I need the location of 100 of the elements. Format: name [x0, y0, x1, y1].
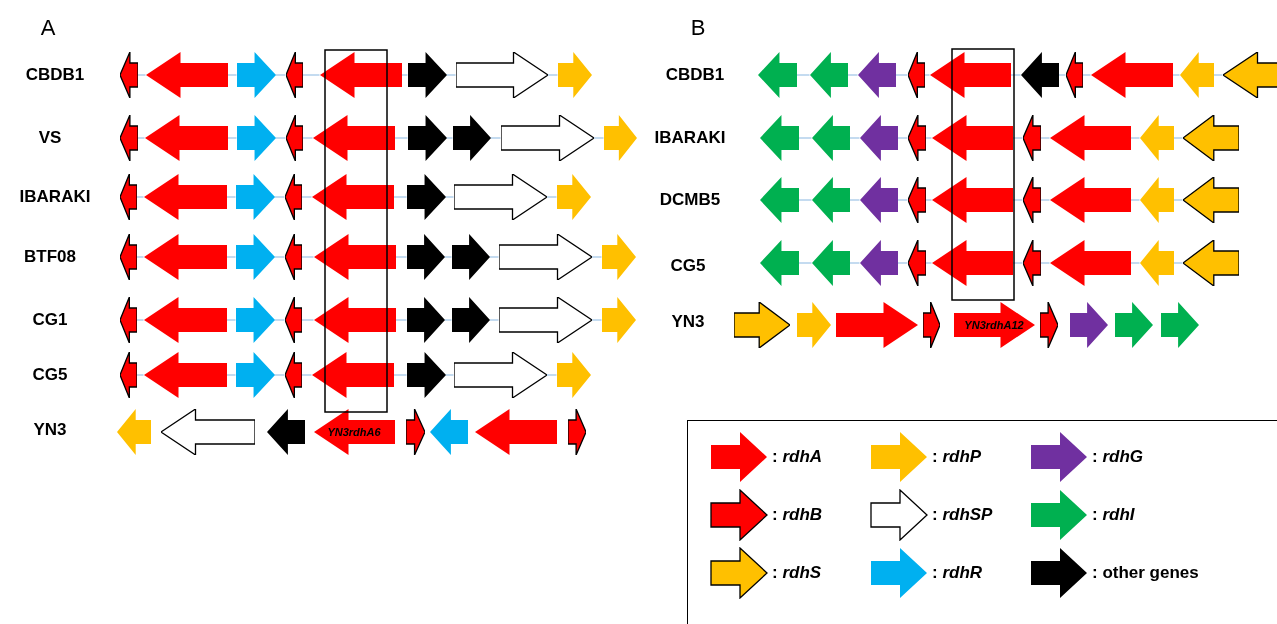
- gene-symbol: [907, 177, 926, 223]
- gene-symbol: [931, 240, 1013, 286]
- dna-line: [797, 262, 813, 264]
- strain-label: CG5: [670, 256, 706, 276]
- dna-line: [1009, 74, 1022, 76]
- gene-symbol: [859, 240, 898, 286]
- gene-symbol: [1020, 52, 1059, 98]
- dna-line: [274, 74, 287, 76]
- dna-line: [924, 262, 933, 264]
- dna-line: [896, 137, 909, 139]
- gene-symbol: [1179, 52, 1214, 98]
- dna-line: [135, 256, 145, 258]
- gene-symbol: [407, 115, 447, 161]
- dna-line: [1171, 74, 1181, 76]
- gene-label: YN3rdhA6: [327, 426, 381, 438]
- strain-label: CG1: [32, 310, 68, 330]
- gene-symbol: [119, 115, 138, 161]
- dna-line: [135, 319, 145, 321]
- dna-line: [1039, 137, 1051, 139]
- legend-text: : rdhG: [1092, 447, 1143, 467]
- gene-symbol: [284, 352, 302, 398]
- gene-symbol: [857, 52, 896, 98]
- gene-symbol: [119, 52, 138, 98]
- gene-symbol: [500, 115, 594, 161]
- dna-line: [225, 256, 237, 258]
- dna-line: [443, 319, 453, 321]
- strain-label: YN3: [671, 312, 705, 332]
- gene-symbol: [235, 297, 275, 343]
- panel-label: A: [40, 15, 56, 41]
- strain-label: CG5: [32, 365, 68, 385]
- gene-symbol: [601, 234, 636, 280]
- dna-line: [1057, 74, 1067, 76]
- gene-symbol: [1049, 177, 1131, 223]
- gene-label: YN3rdhA12: [964, 319, 1024, 331]
- gene-symbol: [455, 52, 548, 98]
- dna-line: [225, 374, 237, 376]
- gene-symbol: [429, 409, 468, 455]
- dna-line: [894, 74, 909, 76]
- gene-symbol: [759, 240, 799, 286]
- strain-label: CBDB1: [25, 65, 85, 85]
- dna-line: [1129, 199, 1141, 201]
- gene-symbol: [160, 409, 255, 455]
- strain-label: IBARAKI: [654, 128, 726, 148]
- legend-text: : rdhR: [932, 563, 983, 583]
- gene-symbol: [311, 174, 394, 220]
- dna-line: [590, 319, 603, 321]
- dna-line: [225, 196, 237, 198]
- gene-symbol: [145, 52, 228, 98]
- legend-text: : rdhI: [1092, 505, 1135, 525]
- dna-line: [846, 74, 859, 76]
- panel-label: B: [690, 15, 706, 41]
- gene-symbol: [312, 115, 395, 161]
- dna-line: [274, 137, 287, 139]
- dna-line: [1129, 137, 1141, 139]
- gene-symbol: [907, 52, 925, 98]
- gene-symbol: [811, 115, 850, 161]
- gene-symbol: [284, 174, 302, 220]
- gene-symbol: [1114, 302, 1153, 348]
- dna-line: [795, 74, 811, 76]
- gene-symbol: [953, 302, 1035, 348]
- gene-symbol: [116, 409, 151, 455]
- dna-line: [273, 374, 286, 376]
- strain-label: CBDB1: [665, 65, 725, 85]
- gene-symbol: [143, 297, 227, 343]
- gene-symbol: [907, 115, 926, 161]
- dna-line: [1039, 262, 1051, 264]
- dna-line: [301, 137, 314, 139]
- gene-symbol: [1139, 240, 1174, 286]
- gene-symbol: [1039, 302, 1058, 348]
- gene-symbol: [406, 174, 446, 220]
- gene-symbol: [452, 115, 491, 161]
- dna-line: [445, 137, 454, 139]
- gene-symbol: [1022, 240, 1041, 286]
- gene-symbol: [1022, 115, 1041, 161]
- gene-symbol: [557, 52, 592, 98]
- gene-symbol: [313, 409, 395, 455]
- dna-line: [273, 256, 286, 258]
- gene-symbol: [119, 352, 137, 398]
- dna-line: [797, 199, 813, 201]
- dna-line: [393, 137, 409, 139]
- dna-line: [136, 137, 146, 139]
- gene-symbol: [1022, 177, 1041, 223]
- dna-line: [546, 74, 559, 76]
- strain-label: YN3: [33, 420, 67, 440]
- gene-symbol: [1049, 115, 1131, 161]
- gene-symbol: [859, 115, 898, 161]
- gene-symbol: [143, 234, 227, 280]
- gene-symbol: [1182, 177, 1239, 223]
- gene-symbol: [498, 297, 592, 343]
- gene-symbol: [119, 297, 137, 343]
- gene-symbol: [284, 234, 302, 280]
- gene-symbol: [474, 409, 557, 455]
- dna-line: [923, 74, 931, 76]
- gene-symbol: [757, 52, 797, 98]
- gene-symbol: [406, 352, 446, 398]
- gene-symbol: [119, 234, 137, 280]
- gene-symbol: [236, 52, 276, 98]
- dna-line: [590, 256, 603, 258]
- dna-line: [1172, 137, 1184, 139]
- gene-symbol: [313, 234, 396, 280]
